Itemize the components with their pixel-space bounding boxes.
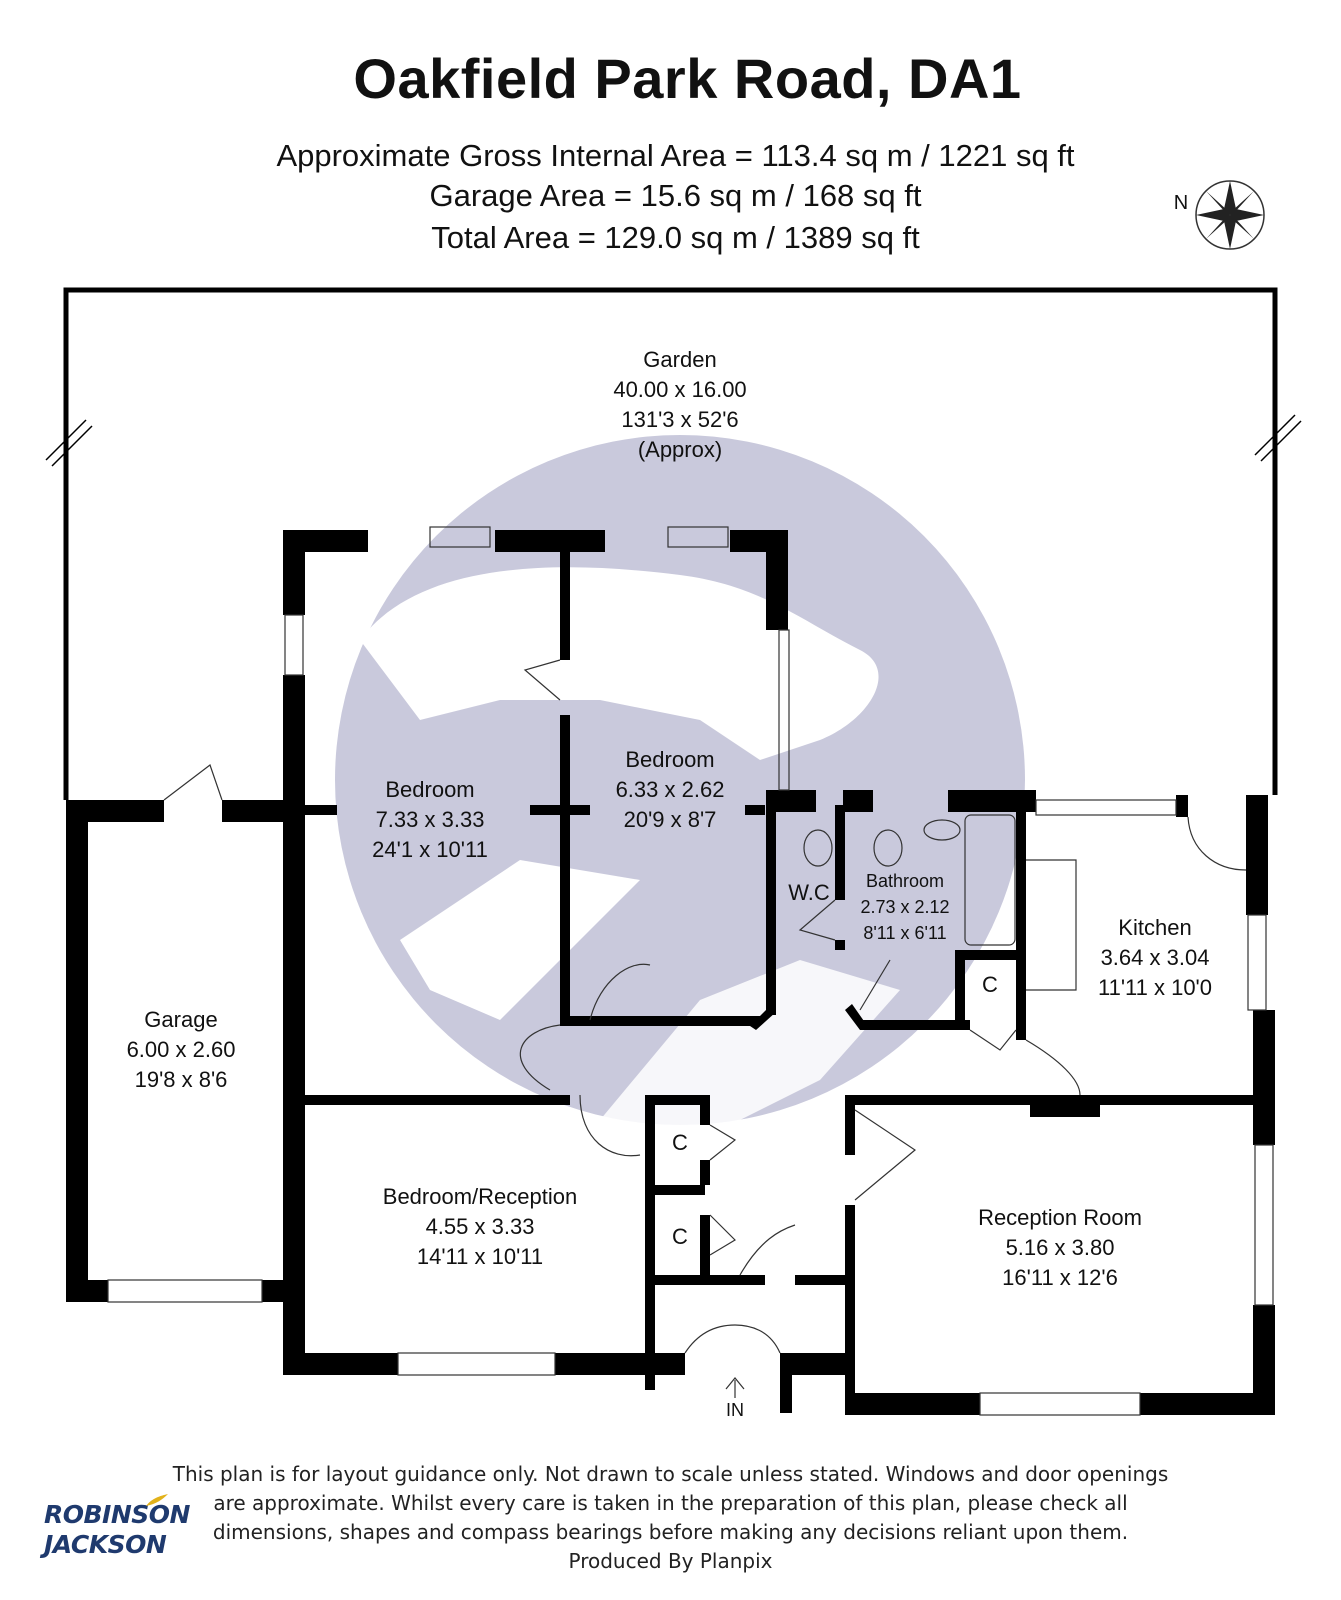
room-imperial: 16'11 x 12'6 xyxy=(1002,1265,1118,1290)
room-label-cupboard-hall-1: C xyxy=(665,1128,695,1158)
gross-internal-area: Approximate Gross Internal Area = 113.4 … xyxy=(276,138,1075,173)
disclaimer-line-4: Produced By Planpix xyxy=(568,1549,773,1573)
room-name: Bedroom xyxy=(385,777,475,802)
compass-n: N xyxy=(1173,192,1189,214)
room-metric: 2.73 x 2.12 xyxy=(860,897,950,917)
logo-bird-icon xyxy=(146,1494,168,1506)
room-imperial: 19'8 x 8'6 xyxy=(134,1067,228,1092)
room-imperial: 8'11 x 6'11 xyxy=(863,923,947,943)
room-label-bedroom1: Bedroom 7.33 x 3.33 24'1 x 10'11 xyxy=(335,775,525,865)
room-imperial: 11'11 x 10'0 xyxy=(1097,975,1212,1000)
room-label-reception: Reception Room 5.16 x 3.80 16'11 x 12'6 xyxy=(960,1203,1160,1293)
compass-rose xyxy=(1195,180,1265,250)
room-name: W.C xyxy=(788,880,830,905)
room-metric: 40.00 x 16.00 xyxy=(613,377,747,402)
agency-logo: ROBINSON JACKSON xyxy=(44,1500,190,1560)
watermark-logo xyxy=(335,435,1025,1140)
room-note: (Approx) xyxy=(637,437,723,462)
walls xyxy=(66,530,1275,1415)
room-name: Reception Room xyxy=(978,1205,1142,1230)
logo-line-2: JACKSON xyxy=(44,1530,167,1559)
disclaimer-line-1: This plan is for layout guidance only. N… xyxy=(172,1462,1169,1486)
room-imperial: 14'11 x 10'11 xyxy=(416,1244,544,1269)
garden-boundary xyxy=(63,287,1278,800)
room-imperial: 24'1 x 10'11 xyxy=(372,837,488,862)
disclaimer: This plan is for layout guidance only. N… xyxy=(160,1460,1181,1576)
room-label-garden: Garden 40.00 x 16.00 131'3 x 52'6 (Appro… xyxy=(560,345,800,465)
room-label-bedroom-reception: Bedroom/Reception 4.55 x 3.33 14'11 x 10… xyxy=(360,1182,600,1272)
room-imperial: 20'9 x 8'7 xyxy=(623,807,717,832)
boundary-break-marks xyxy=(45,414,1302,467)
garage-area: Garage Area = 15.6 sq m / 168 sq ft xyxy=(429,178,922,213)
room-name: Garden xyxy=(643,347,717,372)
total-area: Total Area = 129.0 sq m / 1389 sq ft xyxy=(431,220,920,255)
disclaimer-line-2: are approximate. Whilst every care is ta… xyxy=(213,1491,1128,1515)
room-name: Bedroom xyxy=(625,747,715,772)
room-label-garage: Garage 6.00 x 2.60 19'8 x 8'6 xyxy=(106,1005,256,1095)
room-imperial: 131'3 x 52'6 xyxy=(621,407,739,432)
disclaimer-line-3: dimensions, shapes and compass bearings … xyxy=(212,1520,1129,1544)
entrance-text: IN xyxy=(726,1400,744,1420)
room-name: C xyxy=(982,972,998,997)
room-name: C xyxy=(672,1130,688,1155)
room-label-wc: W.C xyxy=(783,878,835,908)
entrance-arrow xyxy=(725,1377,745,1398)
room-label-bedroom2: Bedroom 6.33 x 2.62 20'9 x 8'7 xyxy=(580,745,760,835)
room-metric: 7.33 x 3.33 xyxy=(375,807,485,832)
room-label-kitchen: Kitchen 3.64 x 3.04 11'11 x 10'0 xyxy=(1075,913,1235,1003)
room-name: C xyxy=(672,1224,688,1249)
room-metric: 6.33 x 2.62 xyxy=(615,777,725,802)
room-name: Kitchen xyxy=(1118,915,1192,940)
room-metric: 4.55 x 3.33 xyxy=(425,1214,535,1239)
logo-line-1: ROBINSON xyxy=(44,1500,190,1529)
entrance-label: IN xyxy=(715,1395,755,1425)
room-metric: 6.00 x 2.60 xyxy=(126,1037,236,1062)
room-name: Garage xyxy=(144,1007,218,1032)
room-name: Bathroom xyxy=(865,871,945,891)
room-name: Bedroom/Reception xyxy=(382,1184,578,1209)
room-label-cupboard-hall-2: C xyxy=(665,1222,695,1252)
room-label-bathroom: Bathroom 2.73 x 2.12 8'11 x 6'11 xyxy=(846,868,964,946)
room-metric: 5.16 x 3.80 xyxy=(1005,1235,1115,1260)
compass-label: N xyxy=(1171,188,1191,218)
room-metric: 3.64 x 3.04 xyxy=(1100,945,1210,970)
windows-doors xyxy=(107,526,1274,1416)
plan-title: Oakfield Park Road, DA1 xyxy=(353,47,1022,110)
room-label-cupboard-kitchen: C xyxy=(975,970,1005,1000)
